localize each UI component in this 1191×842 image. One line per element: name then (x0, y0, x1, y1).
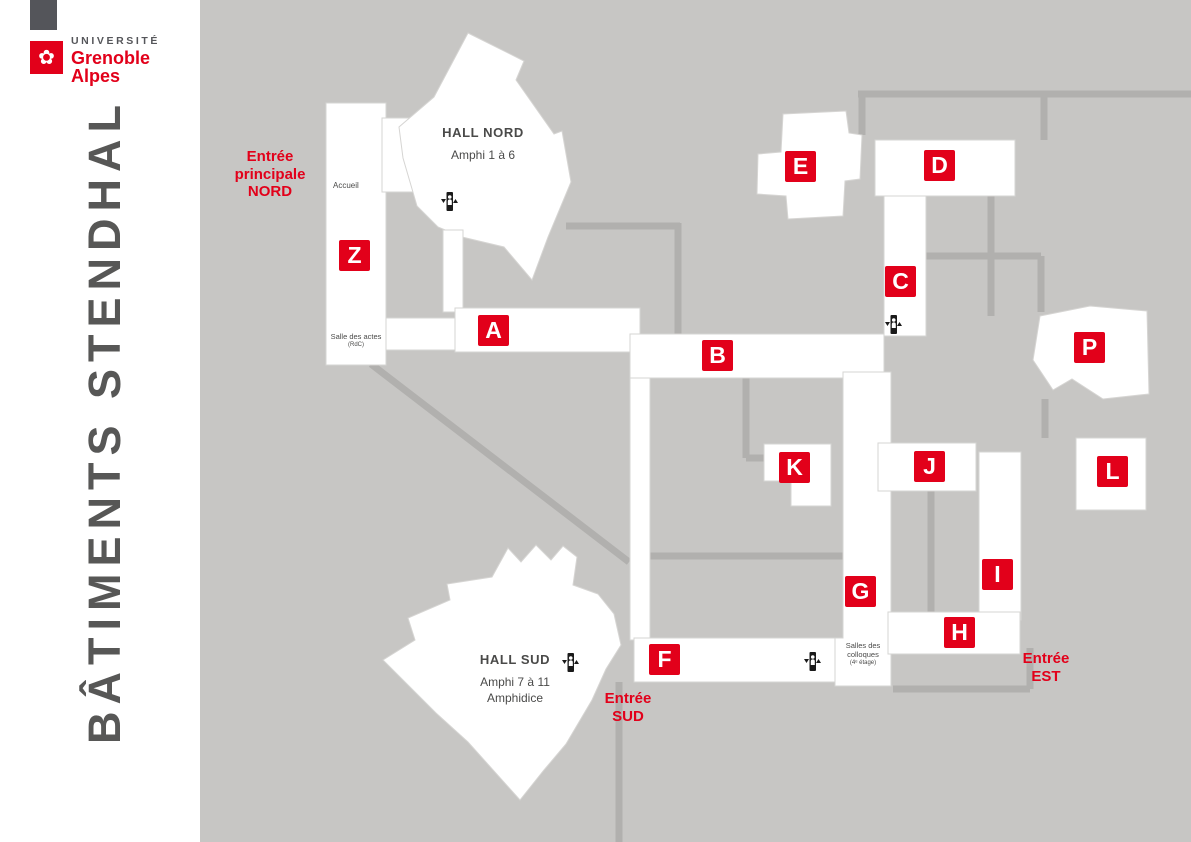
uga-logo: UNIVERSITÉ Grenoble Alpes (71, 35, 160, 86)
elevator-icon (885, 314, 902, 335)
building-d-marker: D (924, 150, 955, 181)
logo-brand-line2: Alpes (71, 66, 121, 87)
salles-des-colloques-name: Salles des colloques (845, 641, 881, 659)
building-l-marker: L (1097, 456, 1128, 487)
hall-sud-info1: Amphi 7 à 11 (480, 675, 550, 689)
building-b-shape (629, 333, 885, 379)
building-p-marker: P (1074, 332, 1105, 363)
salle-des-actes-floor: (RdC) (348, 342, 364, 348)
building-z-shape (325, 102, 387, 366)
hall-nord-label: HALL NORD Amphi 1 à 6 (423, 125, 543, 162)
building-i-shape (978, 451, 1022, 621)
uga-rose-icon: ✿ (30, 41, 63, 74)
entrance-nord-label: Entrée principale NORD (218, 148, 322, 201)
elevator-icon (804, 651, 821, 672)
entrance-nord-line3: NORD (247, 183, 293, 201)
building-e-marker: E (785, 151, 816, 182)
elevator-icon (441, 191, 458, 212)
hall-sud-name: HALL SUD (479, 652, 551, 667)
brand-tab (30, 0, 57, 30)
hall-nord-info: Amphi 1 à 6 (450, 148, 516, 162)
entrance-est-line2: EST (1031, 667, 1061, 685)
hall-sud-info2: Amphidice (486, 691, 544, 705)
elevator-icon (562, 652, 579, 673)
building-j-marker: J (914, 451, 945, 482)
building-footprints (325, 32, 1150, 801)
building-g-marker: G (845, 576, 876, 607)
building-k-marker: K (779, 452, 810, 483)
entrance-est-line1: Entrée (1022, 650, 1070, 667)
corridor-hallnord-a-shape (442, 229, 464, 313)
building-c-marker: C (885, 266, 916, 297)
salle-des-actes-label: Salle des actes (RdC) (328, 332, 384, 349)
building-b-marker: B (702, 340, 733, 371)
entrance-sud-line2: SUD (612, 707, 644, 725)
salle-des-actes-name: Salle des actes (330, 332, 382, 341)
entrance-sud-label: Entrée SUD (595, 690, 661, 725)
building-a-marker: A (478, 315, 509, 346)
building-i-marker: I (982, 559, 1013, 590)
corridor-network (368, 90, 1191, 842)
building-h-marker: H (944, 617, 975, 648)
hall-nord-name: HALL NORD (442, 125, 524, 140)
entrance-est-label: Entrée EST (1012, 650, 1080, 685)
logo-brand-line1: Grenoble (71, 48, 151, 68)
accueil-label: Accueil (333, 181, 359, 190)
hall-sud-shape (382, 544, 622, 801)
salles-des-colloques-floor: (4ᵉ étage) (849, 660, 877, 666)
corridor-z-a-shape (385, 317, 457, 351)
logo-university-text: UNIVERSITÉ (71, 35, 161, 47)
building-g-shape (834, 371, 892, 687)
entrance-nord-line2: principale (234, 165, 306, 183)
salles-des-colloques-label: Salles des colloques (4ᵉ étage) (835, 641, 891, 667)
building-f-marker: F (649, 644, 680, 675)
entrance-sud-line1: Entrée (604, 690, 652, 707)
hall-sud-label: HALL SUD Amphi 7 à 11 Amphidice (455, 652, 575, 705)
entrance-nord-line1: Entrée (246, 148, 294, 165)
corridor-b-f-shape (629, 377, 651, 641)
building-z-marker: Z (339, 240, 370, 271)
hall-nord-shape (398, 32, 572, 281)
